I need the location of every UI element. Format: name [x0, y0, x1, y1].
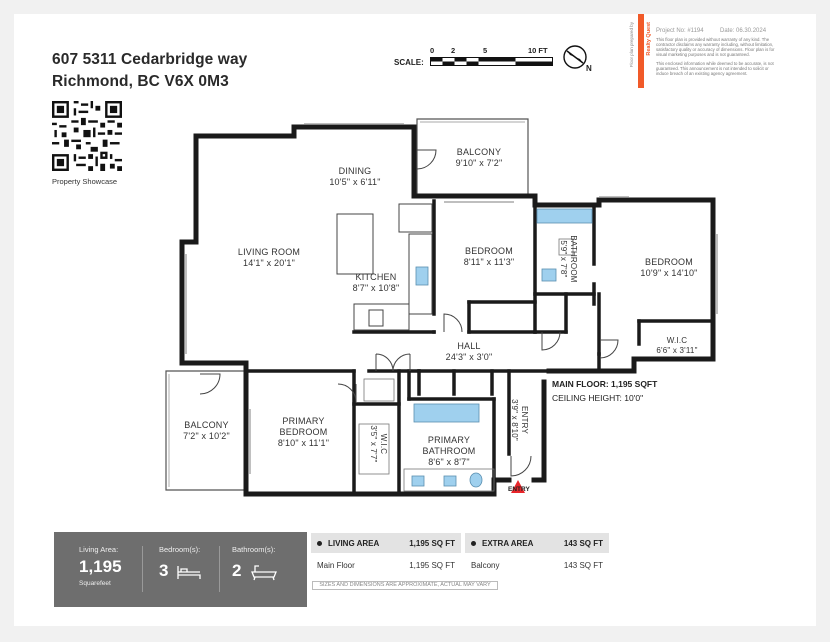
bedrooms-value: 3 [159, 561, 169, 580]
door-swings [199, 149, 619, 477]
project-date: Date: 06.30.2024 [720, 28, 767, 34]
brand-strip [638, 14, 644, 88]
table-row: Balcony 143 SQ FT [465, 555, 609, 577]
bullet-icon [471, 541, 476, 547]
north-label: N [586, 64, 592, 73]
living-area-label: Living Area: [79, 545, 119, 554]
bed-icon [177, 566, 201, 579]
address-line-1: 607 5311 Cedarbridge way [52, 51, 248, 68]
living-area-total: 1,195 SQ FT [409, 539, 455, 548]
qr-caption: Property Showcase [52, 177, 118, 186]
scale-tick-5: 5 [483, 46, 488, 55]
main-floor-area: MAIN FLOOR: 1,195 SQFT [552, 379, 658, 389]
balcony-outlines [165, 118, 529, 491]
living-area-unit: Squarefeet [79, 580, 111, 587]
disclaimer-1: This floor plan is provided without warr… [656, 37, 775, 57]
scale-label: SCALE: [394, 58, 424, 67]
scale-tick-0: 0 [430, 46, 435, 55]
row-label: Balcony [471, 561, 500, 570]
divider [142, 546, 143, 592]
bedrooms-label: Bedroom(s): [159, 545, 201, 554]
qr-code[interactable] [52, 101, 122, 171]
ceiling-height: CEILING HEIGHT: 10'0" [552, 393, 644, 403]
exterior-walls [179, 124, 716, 497]
bath-fixtures [411, 208, 593, 488]
scale-tick-10: 10 FT [528, 46, 548, 55]
extra-area-header: EXTRA AREA 143 SQ FT [465, 533, 609, 553]
bathrooms-label: Bathroom(s): [232, 545, 276, 554]
north-arrow-icon [563, 45, 587, 69]
row-label: Main Floor [317, 561, 355, 570]
entry-marker-label: ENTRY [508, 486, 530, 493]
footnote: SIZES AND DIMENSIONS ARE APPROXIMATE, AC… [312, 581, 498, 590]
floor-plan-drawing [165, 118, 718, 497]
interior-walls [244, 199, 715, 496]
floor-plan-sheet: 607 5311 Cedarbridge way Richmond, BC V6… [14, 14, 816, 626]
divider [219, 546, 220, 592]
bullet-icon [317, 541, 322, 547]
bathtub-icon [251, 565, 277, 581]
scale-tick-2: 2 [451, 46, 456, 55]
fixture-outlines [358, 238, 574, 492]
scale-bar [430, 57, 553, 66]
address-line-2: Richmond, BC V6X 0M3 [52, 73, 229, 90]
bathrooms-value: 2 [232, 561, 242, 580]
window-marks [185, 123, 718, 474]
row-value: 143 SQ FT [563, 561, 603, 570]
entry-arrow-icon [511, 480, 525, 493]
living-area-header: LIVING AREA 1,195 SQ FT [311, 533, 461, 553]
row-value: 1,195 SQ FT [409, 561, 455, 570]
living-area-value: 1,195 [79, 557, 122, 576]
table-row: Main Floor 1,195 SQ FT [311, 555, 461, 577]
extra-area-total: 143 SQ FT [563, 539, 603, 548]
disclaimer-2: This enclosed information while deemed t… [656, 61, 774, 76]
summary-box: Living Area: 1,195 Squarefeet Bedroom(s)… [54, 532, 307, 607]
project-number: Project No: #1194 [656, 28, 704, 34]
